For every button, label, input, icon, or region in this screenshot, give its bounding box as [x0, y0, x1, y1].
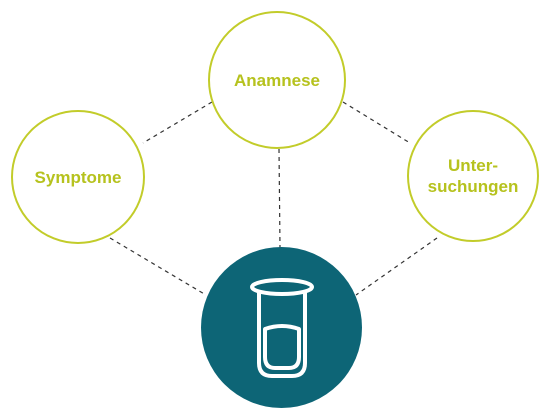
node-center	[201, 247, 362, 408]
test-tube-icon	[249, 277, 314, 378]
node-anamnese: Anamnese	[208, 11, 346, 149]
connector-anamnese-center	[278, 148, 281, 249]
connector-anamnese-symptome	[142, 101, 213, 144]
node-symptome-label: Symptome	[34, 167, 122, 187]
connector-anamnese-untersuchungen	[342, 101, 411, 144]
connector-symptome-center	[109, 237, 207, 296]
node-untersuchungen-label-line2: suchungen	[427, 177, 519, 196]
node-symptome: Symptome	[11, 110, 145, 244]
connector-untersuchungen-center	[355, 237, 438, 296]
node-untersuchungen: Unter- suchungen	[407, 110, 539, 242]
node-anamnese-label: Anamnese	[234, 70, 320, 90]
node-untersuchungen-label: Unter- suchungen	[428, 155, 519, 197]
node-untersuchungen-label-line1: Unter-	[447, 156, 499, 175]
